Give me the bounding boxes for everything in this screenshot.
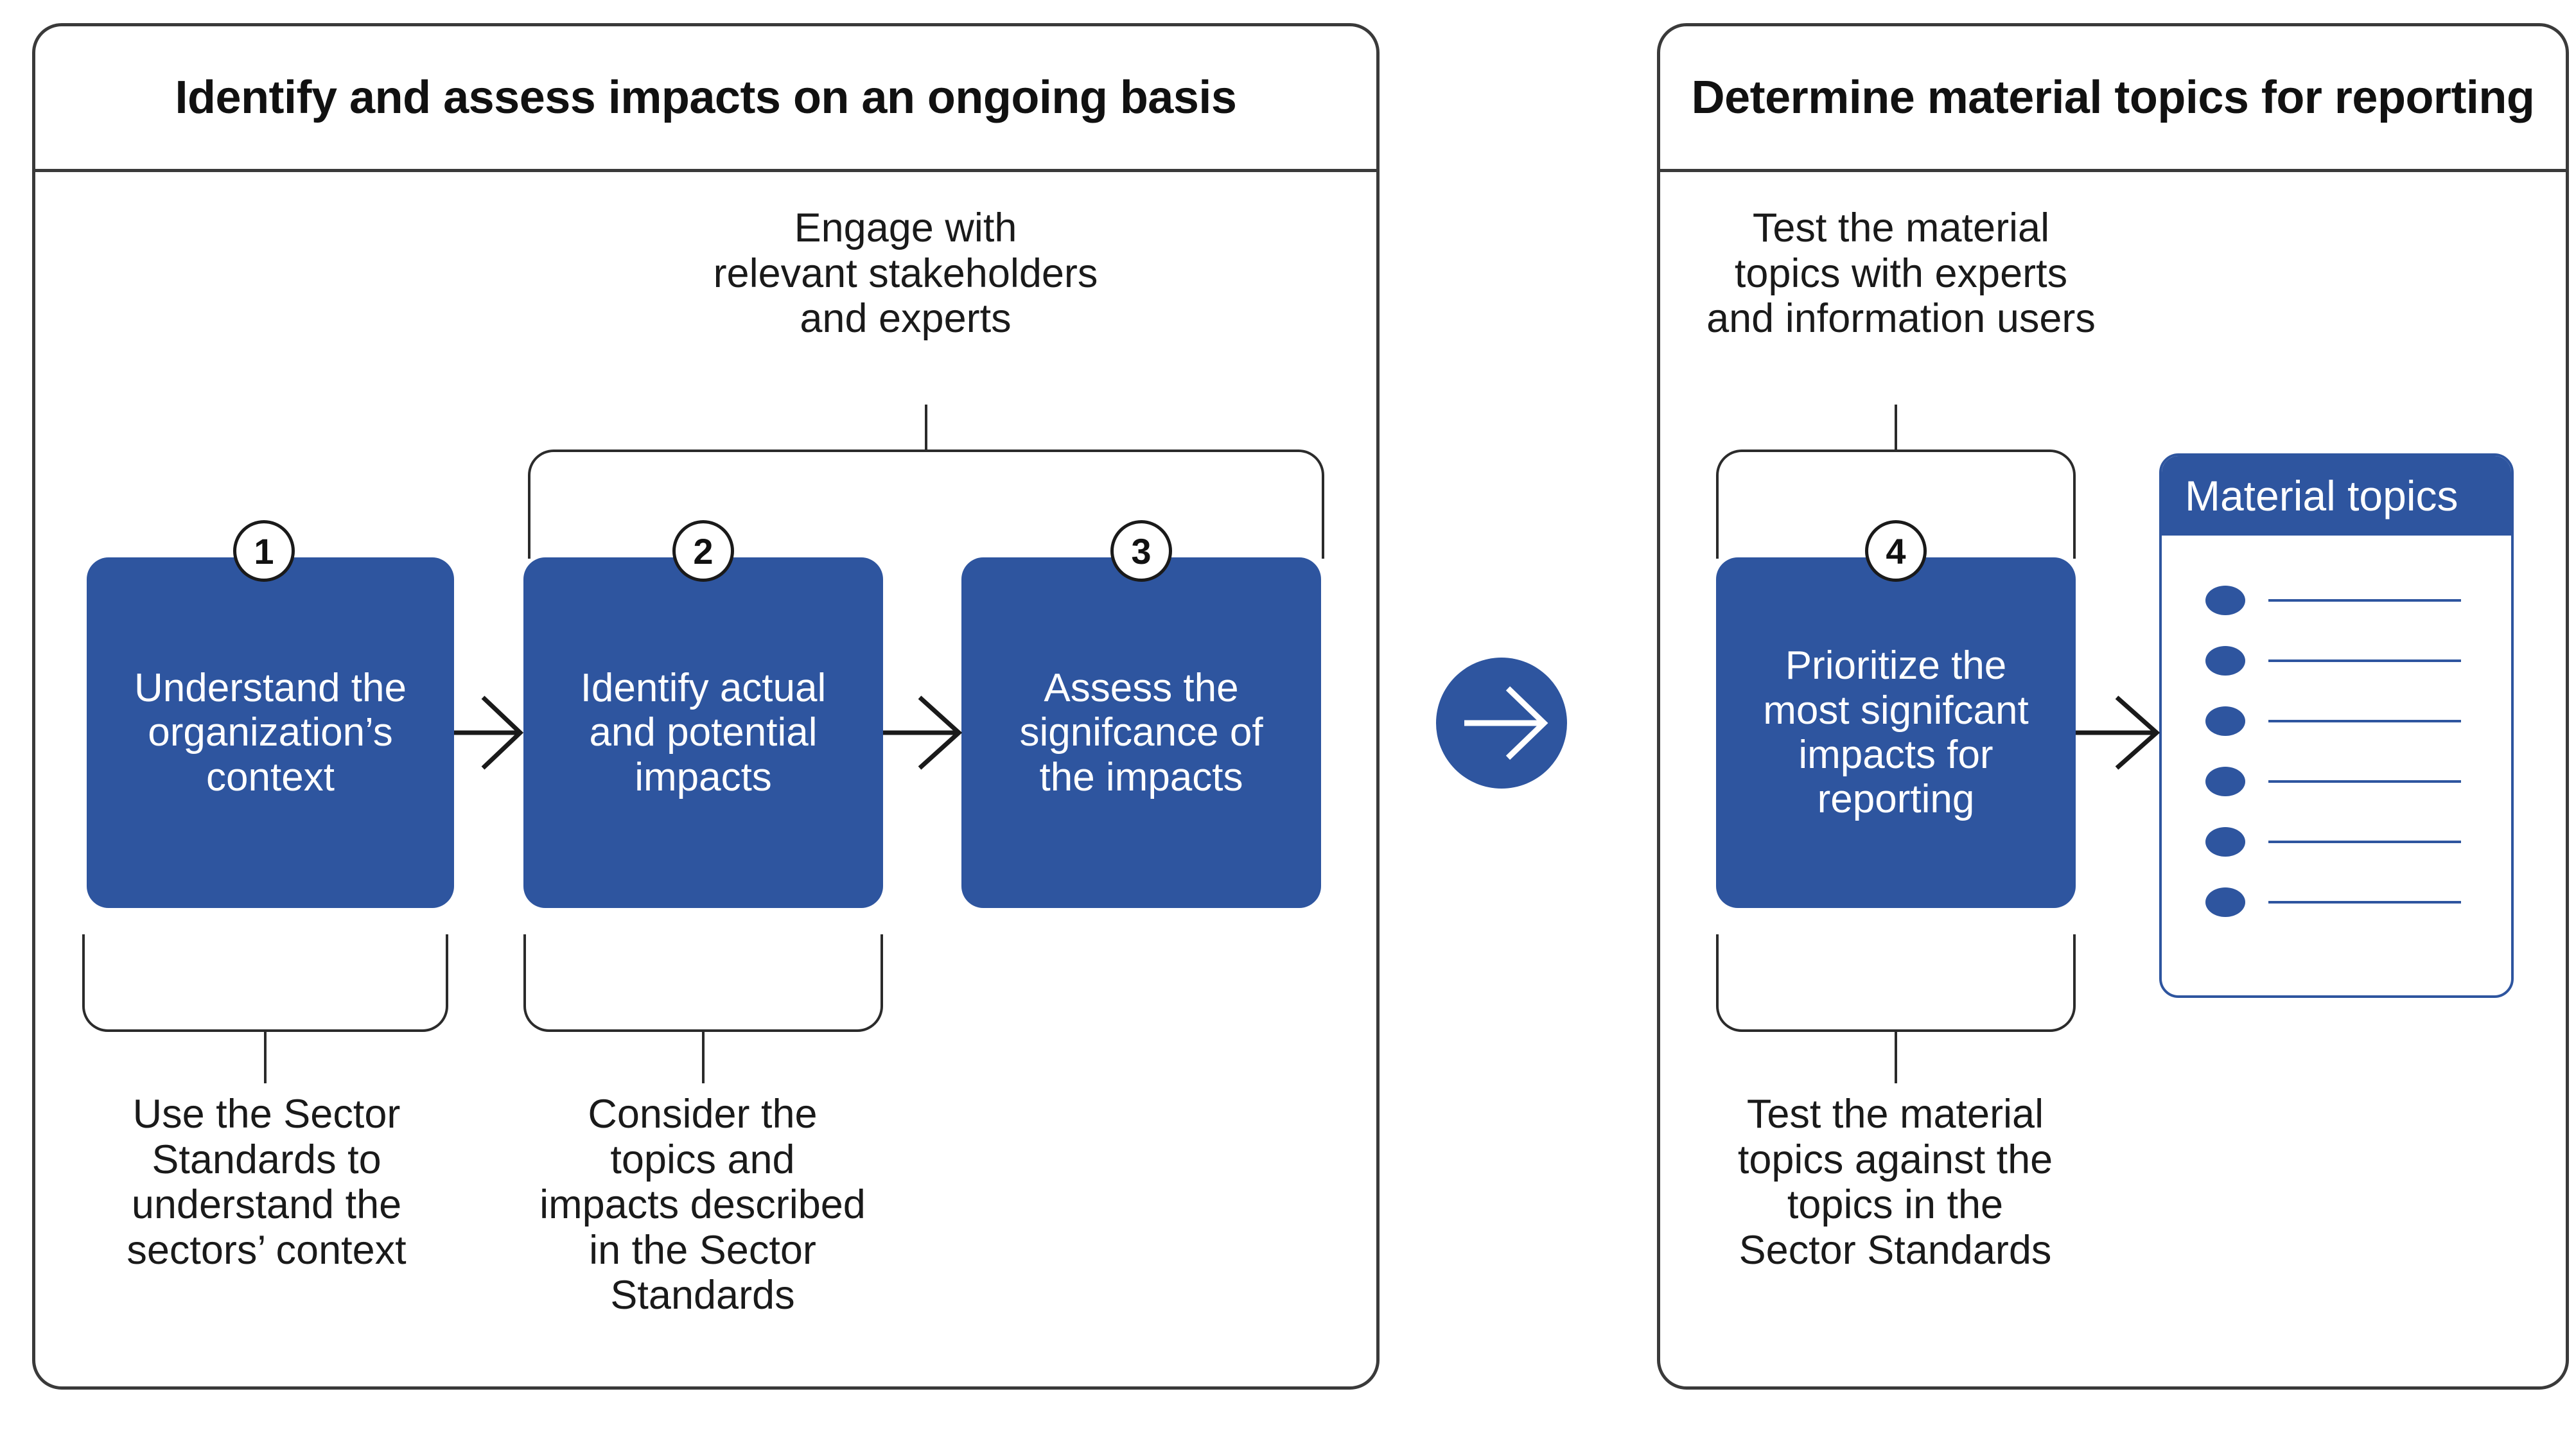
bracket-bottom-left-2 xyxy=(523,934,883,1032)
panel-title-left: Identify and assess impacts on an ongoin… xyxy=(175,72,1237,123)
material-topic-row[interactable] xyxy=(2162,631,2511,691)
panel-header-right: Determine material topics for reporting xyxy=(1660,26,2566,169)
step-badge-2: 2 xyxy=(672,520,734,582)
material-topics-card[interactable]: Material topics xyxy=(2159,453,2514,998)
material-topics-list xyxy=(2162,536,2511,932)
panel-title-right: Determine material topics for reporting xyxy=(1691,72,2535,123)
bullet-dot-icon xyxy=(2205,767,2245,796)
bullet-dot-icon xyxy=(2205,827,2245,857)
panel-header-divider-right xyxy=(1660,169,2566,172)
bullet-dot-icon xyxy=(2205,706,2245,736)
bracket-top-right-stem xyxy=(1895,405,1897,452)
material-topic-placeholder-line xyxy=(2268,720,2461,722)
material-topics-title: Material topics xyxy=(2185,472,2458,520)
bracket-top-left xyxy=(528,450,1324,559)
panel-header-divider-left xyxy=(35,169,1376,172)
step-badge-1: 1 xyxy=(233,520,295,582)
bracket-bottom-left-1-stem xyxy=(264,1031,267,1083)
material-topic-row[interactable] xyxy=(2162,812,2511,872)
bracket-top-left-stem xyxy=(925,405,927,452)
material-topic-placeholder-line xyxy=(2268,841,2461,843)
material-topic-placeholder-line xyxy=(2268,599,2461,602)
bullet-dot-icon xyxy=(2205,646,2245,676)
material-topic-row[interactable] xyxy=(2162,872,2511,932)
step-badge-3: 3 xyxy=(1110,520,1172,582)
material-topic-placeholder-line xyxy=(2268,780,2461,783)
bracket-bottom-right-stem xyxy=(1895,1031,1897,1083)
material-topic-placeholder-line xyxy=(2268,659,2461,662)
material-topic-row[interactable] xyxy=(2162,691,2511,751)
step-badge-4: 4 xyxy=(1865,520,1927,582)
bracket-bottom-right xyxy=(1716,934,2076,1032)
bullet-dot-icon xyxy=(2205,887,2245,917)
panel-header-left: Identify and assess impacts on an ongoin… xyxy=(35,26,1376,169)
bullet-dot-icon xyxy=(2205,586,2245,615)
material-topic-row[interactable] xyxy=(2162,751,2511,812)
panel-transition-arrow xyxy=(1436,658,1567,789)
material-topics-card-header: Material topics xyxy=(2162,456,2511,536)
material-topic-row[interactable] xyxy=(2162,570,2511,631)
bracket-bottom-left-1 xyxy=(82,934,448,1032)
material-topic-placeholder-line xyxy=(2268,901,2461,904)
bracket-bottom-left-2-stem xyxy=(702,1031,705,1083)
